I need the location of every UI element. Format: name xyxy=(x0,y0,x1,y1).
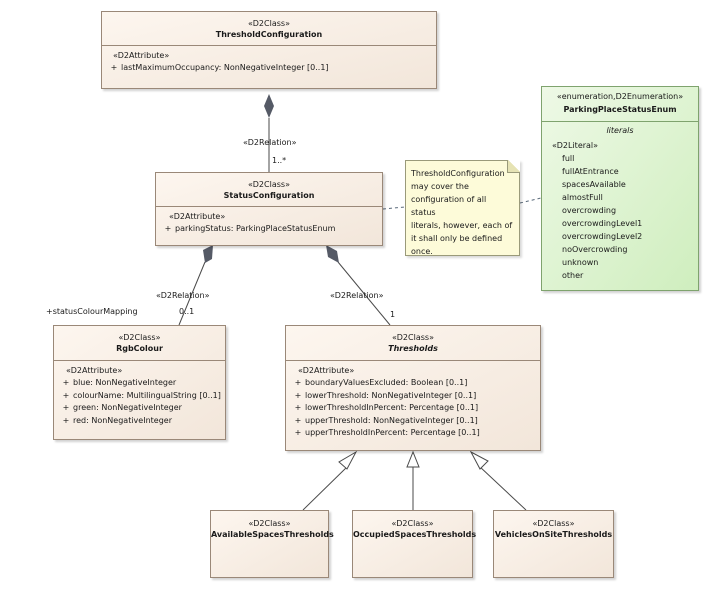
composition-diamond-thresholds xyxy=(326,245,339,263)
literal-stereotype: «D2Literal» xyxy=(552,141,599,150)
enum-literal: overcrowding xyxy=(562,206,617,215)
relation-multiplicity-status-rgb: 0..1 xyxy=(179,307,195,316)
enum-literal: noOvercrowding xyxy=(562,245,628,254)
class-name: RgbColour xyxy=(116,344,163,353)
note-line: configuration of all status xyxy=(411,195,487,217)
relation-multiplicity-config-status: 1..* xyxy=(272,156,287,165)
attribute-row: +blue: NonNegativeInteger xyxy=(62,378,177,387)
composition-diamond-config xyxy=(264,94,274,118)
attribute-stereotype: «D2Attribute» xyxy=(169,212,226,221)
relation-multiplicity-status-thresholds: 1 xyxy=(390,310,396,319)
note-fold-corner xyxy=(507,160,520,173)
attribute-row: +red: NonNegativeInteger xyxy=(62,415,172,425)
class-stereotype: «D2Class» xyxy=(391,519,434,528)
class-name: StatusConfiguration xyxy=(223,191,315,200)
attribute-stereotype: «D2Attribute» xyxy=(113,51,170,60)
class-stereotype: «D2Class» xyxy=(118,333,161,342)
note-line: literals, however, each of xyxy=(411,221,513,230)
attribute-stereotype: «D2Attribute» xyxy=(66,366,123,375)
enum-name: ParkingPlaceStatusEnum xyxy=(563,105,677,114)
note-link-status xyxy=(382,206,406,210)
attribute-row: +upperThreshold: NonNegativeInteger [0..… xyxy=(294,415,478,425)
relation-stereotype-status-thresholds: «D2Relation» xyxy=(330,291,384,300)
class-rgb-colour[interactable]: «D2Class» RgbColour «D2Attribute» +blue:… xyxy=(53,325,226,440)
class-stereotype: «D2Class» xyxy=(248,180,290,189)
class-available-spaces-thresholds[interactable]: «D2Class» AvailableSpacesThresholds xyxy=(210,510,334,578)
literals-title: literals xyxy=(606,126,634,135)
attribute-stereotype: «D2Attribute» xyxy=(298,366,355,375)
enum-literal: full xyxy=(562,154,575,163)
note-threshold-configuration[interactable]: ThresholdConfiguration may cover the con… xyxy=(405,160,520,256)
attribute-row: +upperThresholdInPercent: Percentage [0.… xyxy=(294,428,480,437)
class-stereotype: «D2Class» xyxy=(248,19,290,28)
generalization-arrow-vehicles xyxy=(469,450,489,470)
class-status-configuration[interactable]: «D2Class» StatusConfiguration «D2Attribu… xyxy=(155,172,383,246)
class-stereotype: «D2Class» xyxy=(248,519,291,528)
note-line: once. xyxy=(411,247,433,256)
attribute-row: +colourName: MultilingualString [0..1] xyxy=(62,390,221,400)
note-link-enum xyxy=(519,197,542,204)
class-name: ThresholdConfiguration xyxy=(215,30,323,39)
composition-line-status-rgb xyxy=(178,261,206,326)
enum-literal: overcrowdingLevel2 xyxy=(562,232,643,241)
generalization-arrow-occupied xyxy=(406,450,420,468)
enum-literal: almostFull xyxy=(562,193,603,202)
attribute-row: +green: NonNegativeInteger xyxy=(62,403,182,412)
composition-diamond-rgb xyxy=(203,245,213,263)
note-line: it shall only be defined xyxy=(411,234,503,243)
enum-literal: spacesAvailable xyxy=(562,180,626,189)
class-stereotype: «D2Class» xyxy=(392,333,434,342)
attribute-row: +lowerThreshold: NonNegativeInteger [0..… xyxy=(294,390,477,400)
relation-stereotype-config-status: «D2Relation» xyxy=(243,138,297,147)
attribute-row: +lastMaximumOccupancy: NonNegativeIntege… xyxy=(110,63,329,72)
class-name: VehiclesOnSiteThresholds xyxy=(494,530,613,539)
enum-literal: other xyxy=(562,271,584,280)
relation-stereotype-status-rgb: «D2Relation» xyxy=(156,291,210,300)
attribute-row: +parkingStatus: ParkingPlaceStatusEnum xyxy=(164,224,336,233)
class-name: AvailableSpacesThresholds xyxy=(211,530,334,539)
generalization-line-vehicles xyxy=(478,465,527,511)
attribute-row: +boundaryValuesExcluded: Boolean [0..1] xyxy=(294,378,468,387)
relation-role-status-rgb: +statusColourMapping xyxy=(46,307,138,316)
composition-line-status-thresholds xyxy=(337,261,391,326)
class-threshold-configuration[interactable]: «D2Class» ThresholdConfiguration «D2Attr… xyxy=(101,11,437,89)
class-stereotype: «D2Class» xyxy=(532,519,575,528)
class-name: OccupiedSpacesThresholds xyxy=(353,530,477,539)
class-name: Thresholds xyxy=(388,344,438,353)
class-thresholds[interactable]: «D2Class» Thresholds «D2Attribute» +boun… xyxy=(285,325,541,451)
enum-literal: unknown xyxy=(562,258,599,267)
generalization-line-available xyxy=(302,465,349,511)
class-vehicles-on-site-thresholds[interactable]: «D2Class» VehiclesOnSiteThresholds xyxy=(493,510,614,578)
note-line: ThresholdConfiguration xyxy=(411,169,505,178)
class-occupied-spaces-thresholds[interactable]: «D2Class» OccupiedSpacesThresholds xyxy=(352,510,477,578)
enum-literal: overcrowdingLevel1 xyxy=(562,219,643,228)
enum-literal: fullAtEntrance xyxy=(562,167,619,176)
enumeration-parking-place-status[interactable]: «enumeration,D2Enumeration» ParkingPlace… xyxy=(541,86,699,291)
attribute-row: +lowerThresholdInPercent: Percentage [0.… xyxy=(294,403,479,412)
enum-stereotype: «enumeration,D2Enumeration» xyxy=(556,92,684,101)
generalization-arrow-available xyxy=(338,450,358,470)
note-line: may cover the xyxy=(411,182,469,191)
